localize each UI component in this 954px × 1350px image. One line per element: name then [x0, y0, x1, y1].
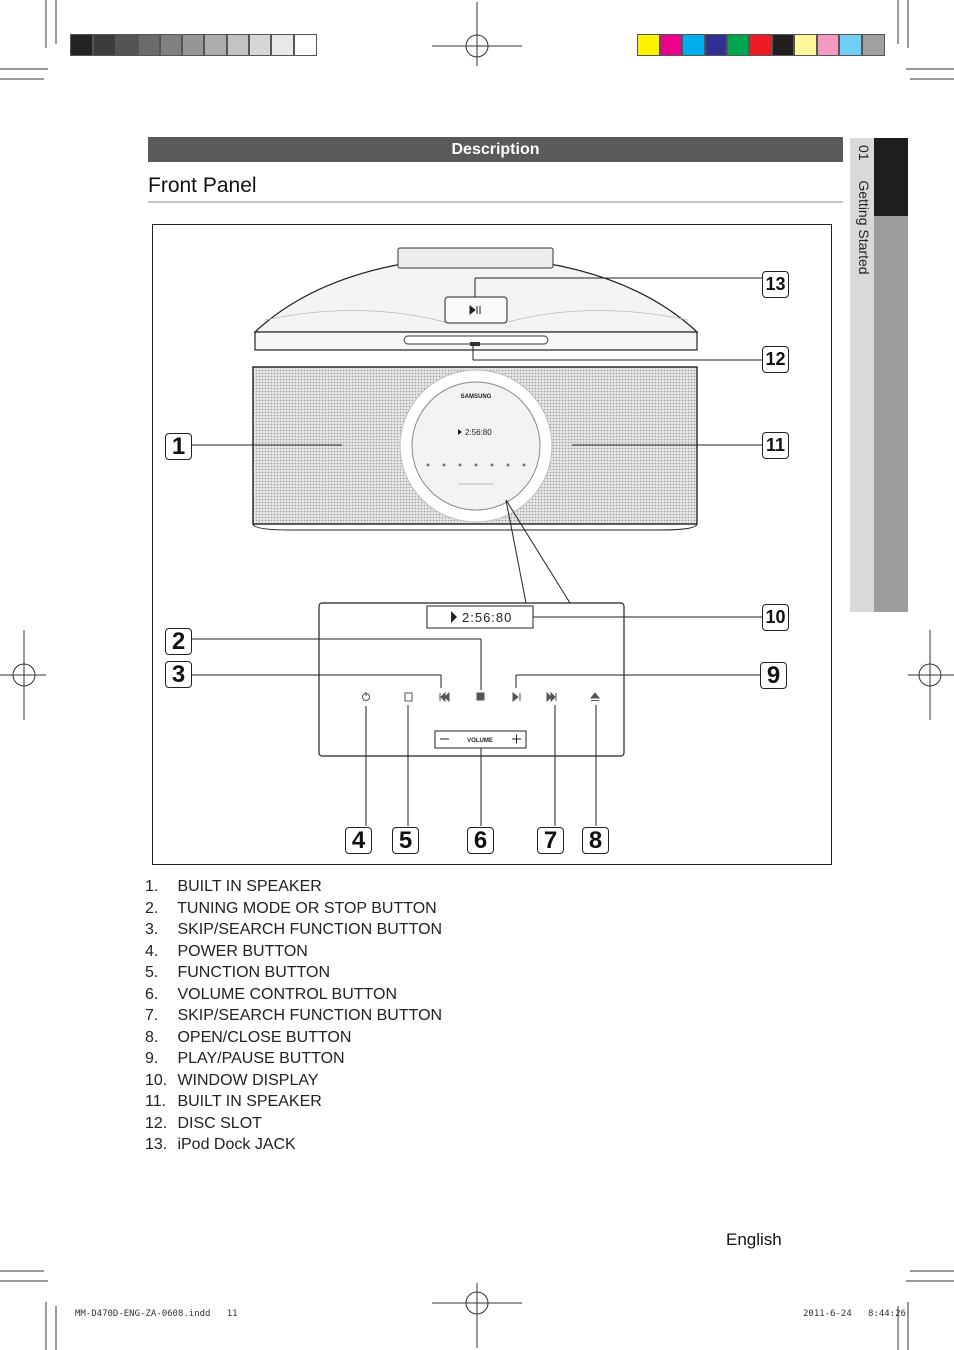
callout-2: 2 — [165, 628, 192, 655]
color-swatch — [705, 34, 727, 56]
list-item: 11. BUILT IN SPEAKER — [145, 1093, 322, 1110]
function-icon — [404, 692, 413, 702]
color-swatch — [839, 34, 862, 56]
disc-slot-indicator — [470, 342, 480, 346]
callout-12: 12 — [762, 346, 789, 373]
gray-swatch — [160, 34, 182, 56]
list-item: 6. VOLUME CONTROL BUTTON — [145, 985, 398, 1003]
callout-1: 1 — [165, 433, 192, 460]
speaker-body: SAMSUNG 2:56:80 — [252, 366, 698, 531]
callout-7: 7 — [537, 827, 564, 854]
callout-9: 9 — [760, 662, 787, 689]
front-panel-figure — [152, 224, 832, 865]
volume-label: VOLUME — [467, 738, 493, 744]
play-pause-icon — [512, 691, 521, 703]
callout-13: 13 — [762, 271, 789, 298]
callout-4: 4 — [345, 827, 372, 854]
eject-icon — [589, 692, 601, 701]
list-item: 1. BUILT IN SPEAKER — [145, 878, 322, 895]
gray-swatch — [93, 34, 116, 56]
callout-6: 6 — [467, 827, 494, 854]
chapter-number: 01 — [856, 145, 872, 161]
print-slug-right: 2011-6-24 8:44:26 — [803, 1309, 906, 1319]
color-swatch — [862, 34, 885, 56]
color-swatch — [772, 34, 794, 56]
list-item: 4. POWER BUTTON — [145, 942, 308, 960]
top-dome — [253, 247, 699, 351]
window-display-readout: 2:56:80 — [462, 610, 512, 625]
list-item: 13. iPod Dock JACK — [145, 1136, 296, 1153]
list-item: 7. SKIP/SEARCH FUNCTION BUTTON — [145, 1007, 443, 1024]
list-item: 8. OPEN/CLOSE BUTTON — [145, 1028, 352, 1046]
page-title: Front Panel — [148, 174, 257, 197]
gray-swatch — [249, 34, 271, 56]
list-item: 12. DISC SLOT — [145, 1114, 262, 1132]
gray-swatch — [227, 34, 249, 56]
color-swatch — [637, 34, 660, 56]
list-item: 5. FUNCTION BUTTON — [145, 964, 331, 981]
parts-list: 1. BUILT IN SPEAKER 2. TUNING MODE OR ST… — [145, 876, 442, 1156]
ipod-dock-jack — [444, 296, 508, 324]
gray-swatch — [116, 34, 138, 56]
gray-swatch — [182, 34, 204, 56]
skip-back-icon — [439, 691, 450, 703]
callout-3: 3 — [165, 661, 192, 688]
mini-display-readout: 2:56:80 — [465, 428, 492, 437]
gray-swatch — [138, 34, 160, 56]
color-swatch — [794, 34, 817, 56]
callout-5: 5 — [392, 827, 419, 854]
list-item: 2. TUNING MODE OR STOP BUTTON — [145, 899, 437, 917]
color-swatch — [817, 34, 839, 56]
brand-logo: SAMSUNG — [461, 394, 492, 400]
power-icon — [362, 692, 370, 701]
chapter-title: Getting Started — [856, 180, 872, 275]
print-slug-left: MM-D470D-ENG-ZA-0608.indd 11 — [75, 1309, 238, 1319]
list-item: 3. SKIP/SEARCH FUNCTION BUTTON — [145, 921, 443, 938]
skip-forward-icon — [546, 691, 557, 703]
callout-11: 11 — [762, 432, 789, 459]
callout-10: 10 — [762, 604, 789, 631]
color-swatch — [682, 34, 705, 56]
color-swatch — [660, 34, 682, 56]
gray-swatch — [70, 34, 93, 56]
callout-8: 8 — [582, 827, 609, 854]
control-panel-detail: 2:56:80 VOLUME — [318, 602, 625, 757]
section-bar: Description — [148, 137, 843, 162]
gray-swatch — [271, 34, 294, 56]
chapter-tab-shade — [874, 216, 908, 612]
chapter-tab-marker — [874, 138, 908, 216]
gray-swatch — [204, 34, 227, 56]
color-swatch — [727, 34, 749, 56]
page-language: English — [726, 1230, 782, 1249]
list-item: 10. WINDOW DISPLAY — [145, 1071, 319, 1089]
color-swatch — [749, 34, 772, 56]
chapter-label: 01 Getting Started — [850, 145, 872, 305]
leader-lines — [192, 277, 762, 826]
stop-icon — [476, 692, 485, 701]
gray-swatch — [294, 34, 317, 56]
list-item: 9. PLAY/PAUSE BUTTON — [145, 1050, 345, 1067]
heading-divider — [148, 201, 843, 203]
